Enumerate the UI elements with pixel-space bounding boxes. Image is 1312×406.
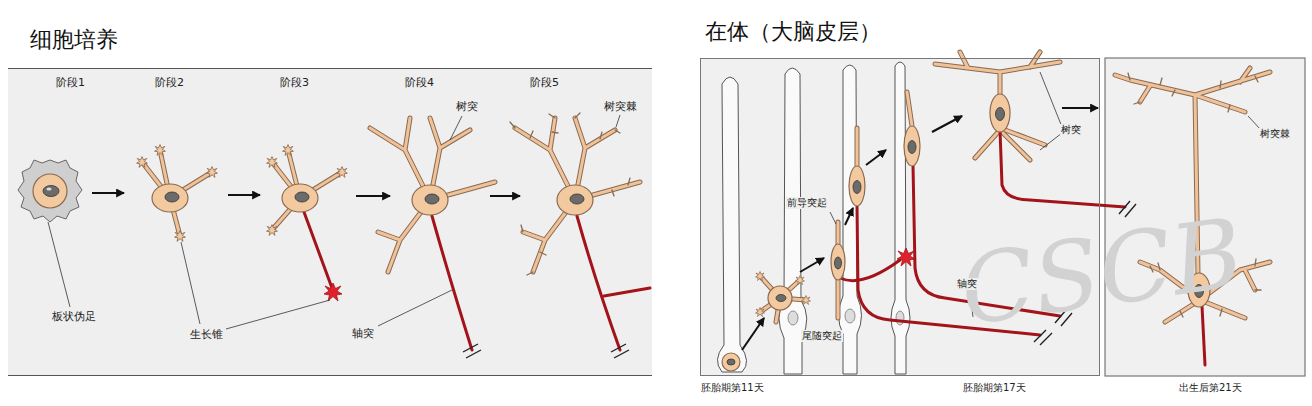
stage-label: 阶段2	[155, 76, 184, 89]
stage-label: 阶段3	[280, 76, 309, 89]
part-label: 树突	[456, 100, 478, 113]
part-label: 板状伪足	[52, 310, 96, 323]
part-label: 前导突起	[786, 197, 828, 209]
panel-region: 在体（大脑皮层）	[700, 58, 1100, 376]
stage-label: 阶段4	[405, 76, 434, 89]
part-label: 尾随突起	[801, 330, 843, 342]
timeline-label: 出生后第21天	[1178, 382, 1243, 394]
part-label: 树突棘	[1259, 128, 1291, 140]
timeline-label: 胚胎期第17天	[962, 382, 1027, 394]
panel-title: 细胞培养	[30, 25, 118, 55]
stage-label: 阶段5	[530, 76, 559, 89]
part-label: 轴突	[352, 327, 374, 340]
panel-region: 细胞培养	[8, 68, 652, 376]
panel-title: 在体（大脑皮层）	[705, 17, 881, 47]
timeline-label: 胚胎期第11天	[700, 382, 765, 394]
part-label: 树突	[1060, 124, 1082, 136]
part-label: 树突棘	[604, 100, 637, 113]
part-label: 轴突	[956, 278, 978, 290]
stage-label: 阶段1	[56, 76, 85, 89]
part-label: 生长锥	[190, 328, 223, 341]
